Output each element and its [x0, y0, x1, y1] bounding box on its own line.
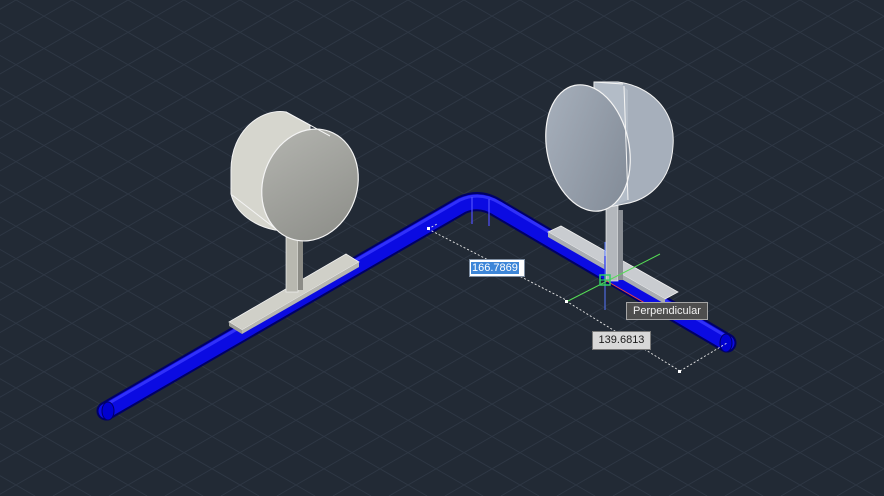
dimension-ticks: [427, 227, 681, 373]
grid-line: [0, 281, 372, 496]
dimension-value-box[interactable]: 139.6813: [592, 331, 651, 350]
grid-line: [0, 0, 857, 495]
grid-line: [612, 338, 884, 496]
grid-line: [0, 0, 241, 140]
grid-line: [0, 119, 652, 496]
grid-line: [631, 0, 884, 147]
pipe-run[interactable]: [96, 192, 737, 421]
grid-line: [743, 0, 884, 82]
grid-line: [0, 0, 73, 43]
grid-line: [855, 0, 884, 17]
grid-line: [0, 54, 764, 496]
grid-line: [0, 0, 633, 366]
grid-line: [52, 15, 884, 496]
grid-line: [0, 313, 316, 496]
grid-line: [724, 403, 884, 496]
grid-line: [0, 410, 148, 496]
grid-line: [780, 435, 884, 496]
grid-line: [575, 0, 884, 179]
grid-line: [276, 144, 884, 496]
grid-line: [164, 80, 884, 496]
grid-line: [799, 0, 884, 50]
grid-line: [0, 378, 204, 496]
osnap-tooltip: Perpendicular: [626, 302, 708, 320]
grid-line: [444, 241, 884, 496]
grid-line: [0, 0, 353, 204]
grid-line: [836, 468, 884, 496]
grid-line: [71, 0, 884, 470]
grid-line: [500, 274, 884, 496]
dynamic-input-length[interactable]: 166.7869: [469, 259, 525, 277]
grid-line: [0, 0, 185, 107]
grid-line: [388, 209, 884, 496]
grid-line: [108, 47, 884, 496]
grid-line: [0, 151, 596, 496]
grid-line: [220, 112, 884, 496]
grid-line: [687, 0, 884, 114]
grid-line: [0, 0, 577, 334]
grid-line: [332, 177, 884, 496]
grid-line: [0, 248, 428, 496]
grid-line: [463, 0, 884, 244]
grid-line: [0, 0, 465, 269]
grid-line: [519, 0, 884, 211]
grid-line: [15, 0, 876, 496]
grid-line: [0, 345, 260, 496]
grid-line: [0, 216, 484, 496]
grid-line: [407, 0, 884, 276]
left-pipe-support[interactable]: [228, 111, 374, 334]
dynamic-input-value[interactable]: 166.7869: [471, 262, 519, 274]
right-pipe-support[interactable]: [535, 77, 679, 304]
grid-line: [0, 0, 297, 172]
grid-line: [668, 371, 884, 496]
grid-line: [0, 0, 521, 301]
grid-line: [351, 0, 884, 308]
grid-line: [239, 0, 884, 373]
grid-line: [295, 0, 884, 341]
grid-line: [0, 184, 540, 496]
crosshair-cursor: [567, 242, 661, 310]
grid-line: [0, 0, 689, 398]
grid-line: [0, 87, 708, 496]
grid-line: [556, 306, 884, 496]
grid-line: [0, 0, 409, 237]
